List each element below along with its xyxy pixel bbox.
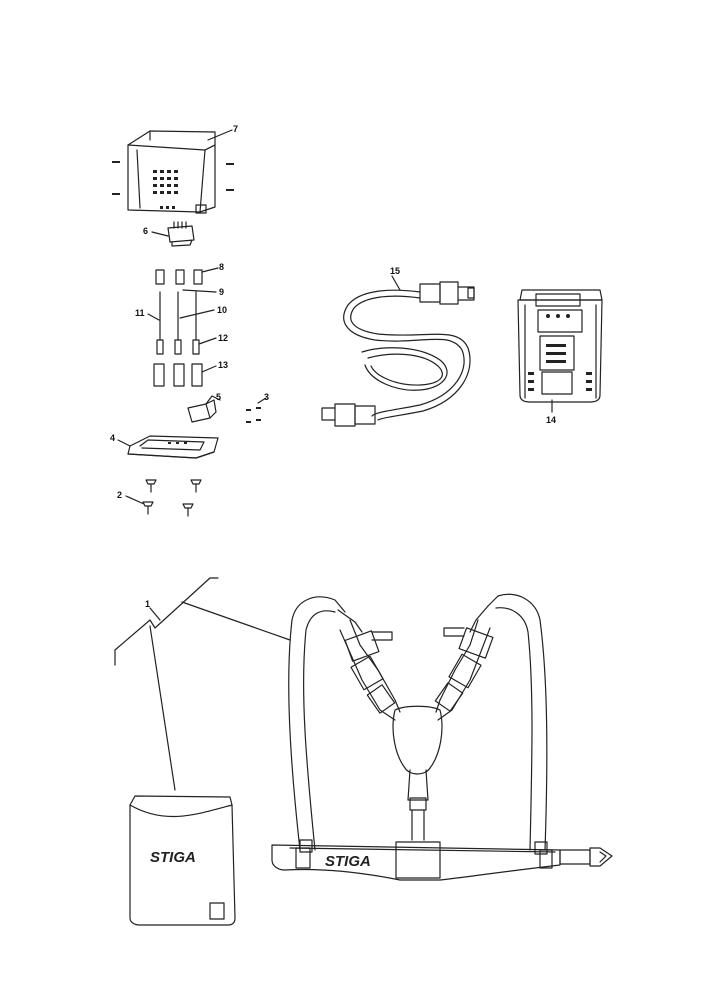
callout-13: 13	[218, 360, 228, 370]
belt-brand-logo: STIGA	[325, 853, 371, 870]
pouch-brand-logo: STIGA	[150, 849, 196, 866]
callout-2: 2	[117, 490, 122, 500]
callout-10: 10	[217, 305, 227, 315]
part-2-screws	[125, 479, 202, 517]
part-6-connector	[151, 221, 195, 247]
callout-7: 7	[233, 124, 238, 134]
callout-6: 6	[143, 226, 148, 236]
part-5-switch	[187, 395, 221, 423]
parts-8-13-wires	[147, 267, 219, 387]
part-7-battery-holder	[112, 129, 234, 214]
callout-1: 1	[145, 599, 150, 609]
callout-9: 9	[219, 287, 224, 297]
part-1-harness	[114, 577, 613, 926]
callout-11: 11	[135, 308, 145, 318]
part-4-base-plate	[117, 435, 219, 459]
callout-15: 15	[390, 266, 400, 276]
callout-14: 14	[546, 415, 556, 425]
vent-grid	[153, 170, 178, 209]
callout-4: 4	[110, 433, 115, 443]
callout-5: 5	[216, 392, 221, 402]
callout-12: 12	[218, 333, 228, 343]
part-3-screws	[246, 407, 261, 423]
part-14-battery	[517, 289, 603, 413]
part-15-cable	[321, 275, 475, 427]
callout-3: 3	[264, 392, 269, 402]
callout-8: 8	[219, 262, 224, 272]
